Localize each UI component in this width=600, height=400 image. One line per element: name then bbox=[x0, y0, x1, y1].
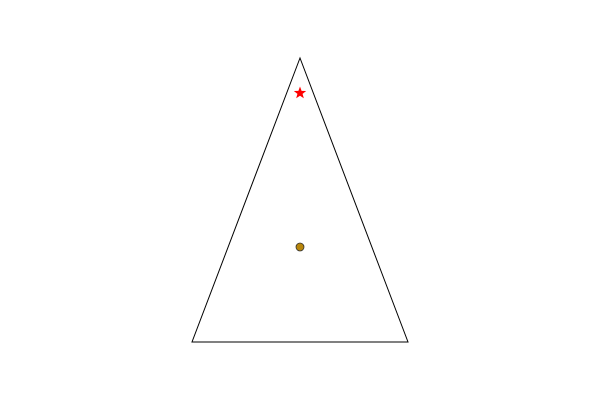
triangle-outline bbox=[191, 56, 409, 343]
star-icon bbox=[293, 86, 307, 99]
dot-icon bbox=[295, 242, 305, 252]
